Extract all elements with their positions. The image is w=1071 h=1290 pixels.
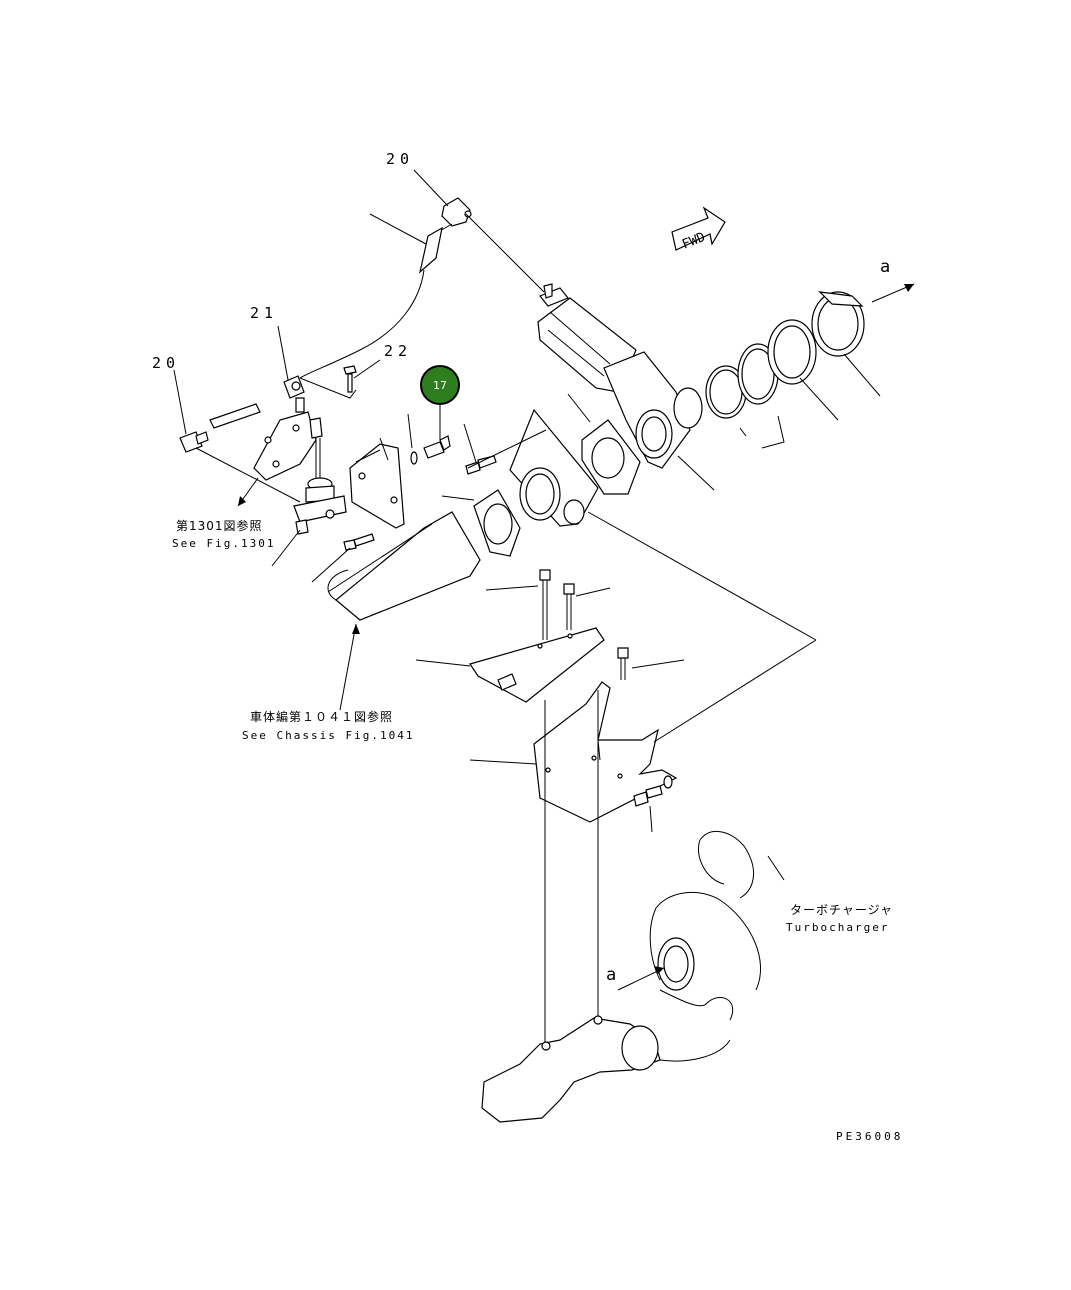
wire-harness-assembly bbox=[179, 197, 472, 551]
callout-badge-label: 17 bbox=[433, 379, 447, 392]
drawing-code: PE36008 bbox=[836, 1130, 903, 1143]
support-bracket bbox=[469, 569, 678, 1044]
ref-chassis-en: See Chassis Fig.1041 bbox=[242, 729, 414, 742]
ref-turbo-en: Turbocharger bbox=[786, 921, 889, 934]
callout-badge-circle bbox=[420, 365, 460, 405]
ref-chassis-jp: 車体編第１０４１図参照 bbox=[250, 709, 393, 724]
arrowheads bbox=[238, 284, 914, 974]
turbocharger bbox=[481, 831, 761, 1123]
connection-letter-lower: a bbox=[606, 965, 616, 985]
fwd-arrow-marker: FWD bbox=[671, 206, 726, 253]
part-number-20-left: 20 bbox=[152, 354, 180, 372]
connection-letter-upper: a bbox=[880, 257, 890, 277]
exhaust-pipe-assembly bbox=[327, 283, 865, 621]
part-number-21: 21 bbox=[250, 304, 278, 322]
leader-lines bbox=[173, 169, 915, 991]
mounting-plate bbox=[349, 443, 405, 529]
bolt-17-assembly bbox=[410, 404, 497, 475]
part-number-22: 22 bbox=[384, 342, 412, 360]
ref-turbo-jp: ターボチャージャ bbox=[790, 903, 893, 917]
ref-fig1301-jp: 第1301図参照 bbox=[176, 518, 263, 533]
part-number-20-top: 20 bbox=[386, 150, 414, 168]
ref-fig1301-en: See Fig.1301 bbox=[172, 537, 275, 550]
callout-badge-17[interactable]: 17 bbox=[420, 365, 460, 405]
